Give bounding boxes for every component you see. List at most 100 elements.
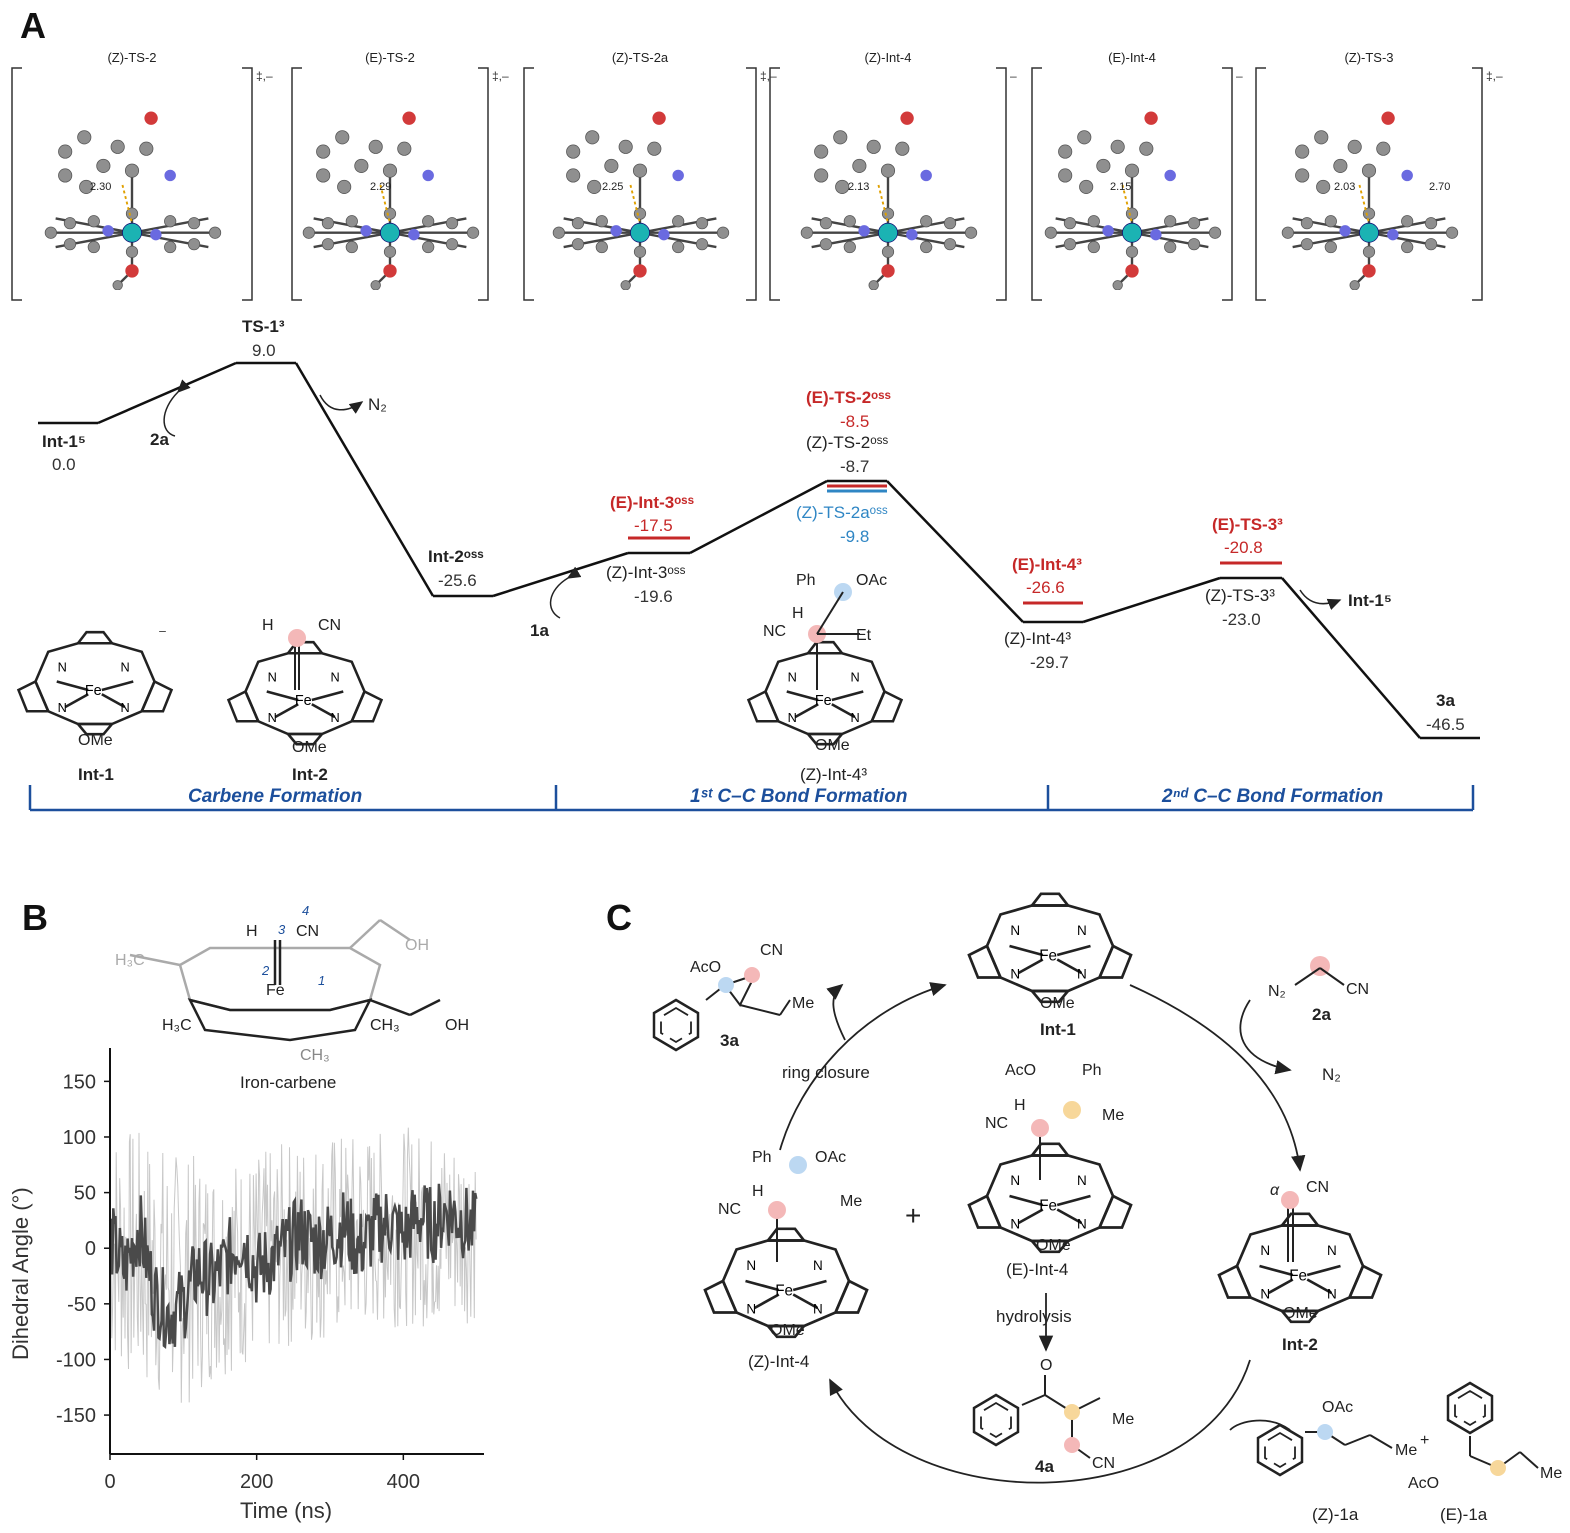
svg-text:H: H bbox=[1014, 1097, 1026, 1114]
molecule-3d bbox=[43, 110, 222, 290]
level-zts2-value: -8.7 bbox=[840, 457, 869, 476]
molecule-3d bbox=[1043, 110, 1222, 290]
structure-box-4: (Z)-Int-4–2.13 bbox=[769, 50, 1017, 301]
energy-profile bbox=[38, 361, 1480, 740]
svg-text:OMe: OMe bbox=[292, 739, 327, 756]
atom-num-2: 2 bbox=[261, 963, 270, 978]
svg-text:CN: CN bbox=[1092, 1455, 1115, 1472]
svg-text:OMe: OMe bbox=[770, 1322, 805, 1339]
level-ets3-name: (E)-TS-3³ bbox=[1212, 515, 1283, 534]
svg-text:OAc: OAc bbox=[815, 1149, 846, 1166]
md-raw-trace bbox=[109, 1127, 477, 1403]
level-3a-value: -46.5 bbox=[1426, 715, 1465, 734]
structure-box-1: (Z)-TS-2‡,–2.30 bbox=[11, 50, 273, 301]
structure-row: (Z)-TS-2‡,–2.30(E)-TS-2‡,–2.29(Z)-TS-2a‡… bbox=[11, 50, 1503, 301]
y-tick-label: 0 bbox=[85, 1238, 96, 1260]
level-int1-value: 0.0 bbox=[52, 455, 76, 474]
cycle-4a: O Me CN 4a bbox=[972, 1357, 1134, 1476]
level-ts1-value: 9.0 bbox=[252, 341, 276, 360]
svg-text:CN: CN bbox=[1346, 981, 1369, 998]
level-ets2-name: (E)-TS-2ᵒˢˢ bbox=[806, 388, 891, 407]
iron-carbene-label: Iron-carbene bbox=[240, 1073, 336, 1092]
label-ring-closure: ring closure bbox=[782, 1063, 870, 1082]
svg-text:NC: NC bbox=[985, 1115, 1008, 1132]
svg-text:AcO: AcO bbox=[690, 959, 721, 976]
svg-text:+: + bbox=[1420, 1432, 1429, 1449]
panel-label-c: C bbox=[606, 897, 632, 938]
level-zint3-name: (Z)-Int-3ᵒˢˢ bbox=[606, 563, 686, 582]
structure-charge: ‡,– bbox=[256, 69, 273, 83]
cycle-int1-label: Int-1 bbox=[1040, 1020, 1076, 1039]
cycle-2a: N₂ CN 2a bbox=[1268, 956, 1369, 1024]
energy-profile-alt bbox=[628, 484, 1282, 605]
x-tick-label: 400 bbox=[387, 1471, 420, 1493]
level-zts3-name: (Z)-TS-3³ bbox=[1205, 586, 1275, 605]
svg-text:H: H bbox=[246, 923, 258, 940]
panel-label-a: A bbox=[20, 5, 46, 46]
svg-text:CN: CN bbox=[1306, 1179, 1329, 1196]
bond-distance: 2.29 bbox=[370, 181, 391, 193]
svg-text:Et: Et bbox=[856, 627, 872, 644]
structure-int1: OMe ⁻ Int-1 bbox=[17, 625, 173, 784]
arrow-2a bbox=[163, 379, 191, 437]
molecule-3d bbox=[551, 110, 730, 290]
svg-text:Me: Me bbox=[1395, 1442, 1417, 1459]
level-zint4-name: (Z)-Int-4³ bbox=[1004, 629, 1071, 648]
cycle-3a-label: 3a bbox=[720, 1031, 739, 1050]
level-int1-name: Int-1⁵ bbox=[42, 432, 86, 451]
md-xlabel: Time (ns) bbox=[240, 1498, 332, 1523]
y-tick-label: -100 bbox=[56, 1349, 96, 1371]
section-second-cc: 2ⁿᵈ C–C Bond Formation bbox=[1161, 786, 1383, 807]
catalytic-cycle-arrows bbox=[779, 982, 1306, 1484]
arrow-1a bbox=[549, 566, 582, 619]
svg-text:H: H bbox=[262, 617, 274, 634]
structure-name: (Z)-Int-4 bbox=[865, 50, 912, 65]
cycle-zint4: Ph OAc NC H Me OMe (Z)-Int-4 bbox=[703, 1149, 869, 1371]
svg-text:N₂: N₂ bbox=[1268, 983, 1286, 1000]
svg-text:OAc: OAc bbox=[1322, 1399, 1353, 1416]
svg-text:CN: CN bbox=[760, 942, 783, 959]
label-int1-5: Int-1⁵ bbox=[1348, 591, 1392, 610]
cycle-int1: OMe Int-1 bbox=[967, 892, 1133, 1039]
cycle-2a-label: 2a bbox=[1312, 1005, 1331, 1024]
structure-name: (E)-Int-4 bbox=[1108, 50, 1156, 65]
structure-charge: – bbox=[1010, 69, 1017, 83]
svg-text:NC: NC bbox=[763, 623, 786, 640]
y-tick-label: 50 bbox=[74, 1183, 96, 1205]
bond-distance: 2.30 bbox=[90, 181, 111, 193]
cycle-4a-label: 4a bbox=[1035, 1457, 1054, 1476]
level-ts1-name: TS-1³ bbox=[242, 317, 285, 336]
label-plus: + bbox=[905, 1200, 921, 1231]
level-zts2a-value: -9.8 bbox=[840, 527, 869, 546]
structure-box-3: (Z)-TS-2a‡,–2.25 bbox=[523, 50, 777, 301]
structure-zint4: Ph OAc NC H Et OMe (Z)-Int-4³ bbox=[747, 572, 903, 784]
svg-text:⁻: ⁻ bbox=[158, 625, 167, 644]
svg-text:OAc: OAc bbox=[856, 572, 887, 589]
bond-distance: 2.15 bbox=[1110, 181, 1131, 193]
label-int2: Int-2 bbox=[292, 765, 328, 784]
y-tick-label: 100 bbox=[63, 1127, 96, 1149]
label-int1: Int-1 bbox=[78, 765, 114, 784]
bond-distance: 2.25 bbox=[602, 181, 623, 193]
svg-text:OMe: OMe bbox=[78, 732, 113, 749]
alpha-label: α bbox=[1270, 1182, 1280, 1199]
structure-charge: ‡,– bbox=[492, 69, 509, 83]
md-ylabel: Dihedral Angle (°) bbox=[8, 1187, 33, 1360]
section-bracket bbox=[28, 785, 1475, 812]
bond-distance: 2.70 bbox=[1429, 181, 1450, 193]
label-zint4-structure: (Z)-Int-4³ bbox=[800, 765, 867, 784]
level-eint3-name: (E)-Int-3ᵒˢˢ bbox=[610, 493, 694, 512]
section-first-cc: 1ˢᵗ C–C Bond Formation bbox=[690, 786, 907, 807]
svg-text:OH: OH bbox=[445, 1017, 469, 1034]
arrow-int1 bbox=[1299, 589, 1342, 611]
cycle-eint4: AcO Ph NC H Me OMe (E)-Int-4 bbox=[967, 1062, 1133, 1279]
svg-text:Me: Me bbox=[1102, 1107, 1124, 1124]
level-zts3-value: -23.0 bbox=[1222, 610, 1261, 629]
label-n2: N₂ bbox=[368, 395, 387, 414]
level-ets2-value: -8.5 bbox=[840, 412, 869, 431]
cycle-int2-label: Int-2 bbox=[1282, 1335, 1318, 1354]
svg-text:Me: Me bbox=[1112, 1411, 1134, 1428]
svg-text:OH: OH bbox=[405, 937, 429, 954]
x-tick-label: 200 bbox=[240, 1471, 273, 1493]
